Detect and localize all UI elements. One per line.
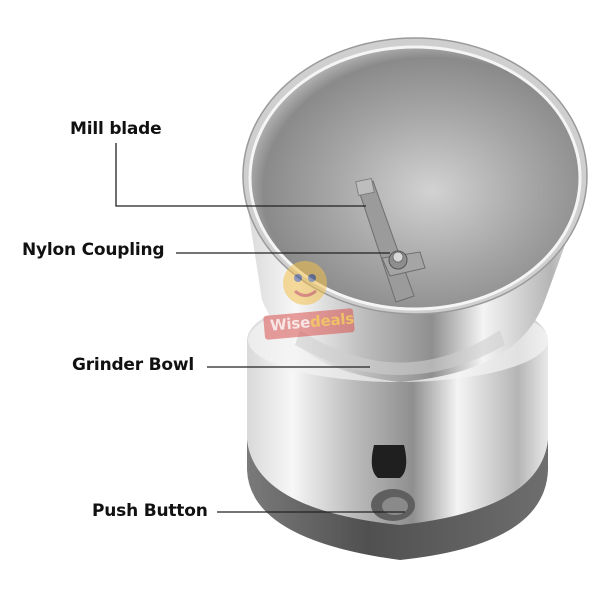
bowl-opening [242, 37, 588, 315]
label-nylon-coupling: Nylon Coupling [22, 240, 165, 260]
wisedeals-watermark [263, 261, 355, 340]
label-grinder-bowl: Grinder Bowl [72, 355, 195, 375]
lid-lock-tab [371, 445, 407, 478]
label-push-button: Push Button [92, 501, 208, 521]
nylon-coupling-shape [388, 250, 408, 270]
leader-lines [115, 143, 405, 513]
label-mill-blade: Mill blade [70, 119, 162, 139]
push-button-shape [371, 489, 415, 521]
watermark-wise: Wise [269, 313, 311, 335]
watermark-deals: deals [309, 309, 355, 332]
leader-line-mill-blade [115, 143, 366, 207]
